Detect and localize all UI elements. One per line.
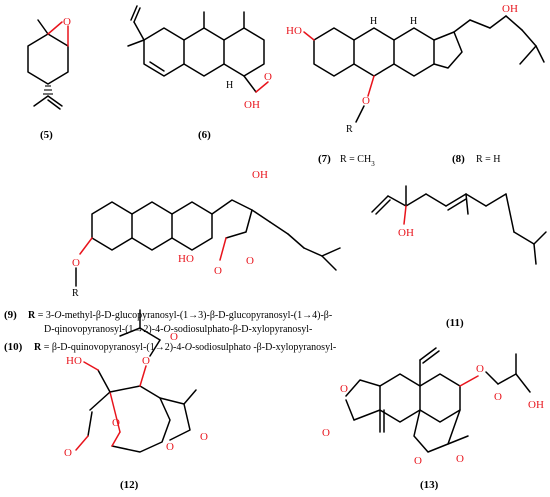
atom-o-carbonyl: O bbox=[322, 427, 330, 439]
atom-o-carbonyl: O bbox=[170, 331, 178, 343]
compound-7-label: (7) bbox=[318, 153, 331, 165]
structure-9-10: O O HO OH O R (9) R = 3-O-methyl-β-D-glu… bbox=[4, 169, 341, 353]
atom-oh: OH bbox=[528, 399, 544, 411]
atom-o-lactone: O bbox=[246, 255, 254, 267]
atom-r: R bbox=[346, 124, 353, 135]
atom-o-ring: O bbox=[340, 383, 348, 395]
atom-o: O bbox=[214, 265, 222, 277]
compound-12-label: (12) bbox=[120, 479, 139, 491]
compound-6-label: (6) bbox=[198, 129, 211, 141]
structure-13: O O O O OH O O (13) bbox=[322, 347, 544, 491]
atom-r: R bbox=[72, 288, 79, 299]
compound-11-label: (11) bbox=[446, 317, 464, 329]
atom-ho: HO bbox=[178, 253, 194, 265]
structure-7-8: OH HO H H O R (7) R = CH3 (8) R = H bbox=[286, 3, 545, 168]
atom-o: O bbox=[362, 95, 370, 107]
atom-o-carbonyl: O bbox=[264, 71, 272, 83]
atom-oh: OH bbox=[244, 99, 260, 111]
atom-ho: HO bbox=[66, 355, 82, 367]
atom-oh: OH bbox=[252, 169, 268, 181]
atom-o-ester: O bbox=[142, 355, 150, 367]
atom-o: O bbox=[72, 257, 80, 269]
structure-6: H O OH (6) bbox=[127, 5, 272, 141]
structure-11: OH (11) bbox=[371, 185, 547, 329]
atom-o-lactone: O bbox=[166, 441, 174, 453]
compound-5-label: (5) bbox=[40, 129, 53, 141]
atom-o-lactone-carbonyl: O bbox=[456, 453, 464, 465]
compound-7-r-def: R = CH3 bbox=[340, 154, 375, 168]
compound-8-r-def: R = H bbox=[476, 154, 501, 165]
atom-o: O bbox=[63, 16, 71, 28]
compound-8-label: (8) bbox=[452, 153, 465, 165]
structure-12: O O HO O O O O (12) bbox=[64, 309, 208, 491]
structure-5: O (5) bbox=[27, 16, 71, 141]
atom-ho: HO bbox=[286, 25, 302, 37]
atom-oh: OH bbox=[398, 227, 414, 239]
atom-o-carbonyl: O bbox=[64, 447, 72, 459]
atom-h: H bbox=[370, 16, 377, 27]
atom-o-carbonyl: O bbox=[494, 391, 502, 403]
compound-9-r-def: R = 3-O-methyl-β-D-glucopyranosyl-(1→3)-… bbox=[28, 310, 332, 321]
compound-9-label: (9) bbox=[4, 309, 17, 321]
atom-o-bridge: O bbox=[112, 417, 120, 429]
atom-h: H bbox=[410, 16, 417, 27]
atom-h: H bbox=[226, 80, 233, 91]
atom-o-lactone-carbonyl: O bbox=[200, 431, 208, 443]
atom-oh: OH bbox=[502, 3, 518, 15]
compound-9-r-def-cont: D-qinovopyranosyl-(1→2)-4-O-sodiosulphat… bbox=[44, 324, 312, 335]
compound-10-r-def: R = β-D-quinovopyranosyl-(1→2)-4-O-sodio… bbox=[34, 342, 336, 353]
atom-o-lactone: O bbox=[414, 455, 422, 467]
compound-13-label: (13) bbox=[420, 479, 439, 491]
compound-10-label: (10) bbox=[4, 341, 23, 353]
atom-o-ester: O bbox=[476, 363, 484, 375]
